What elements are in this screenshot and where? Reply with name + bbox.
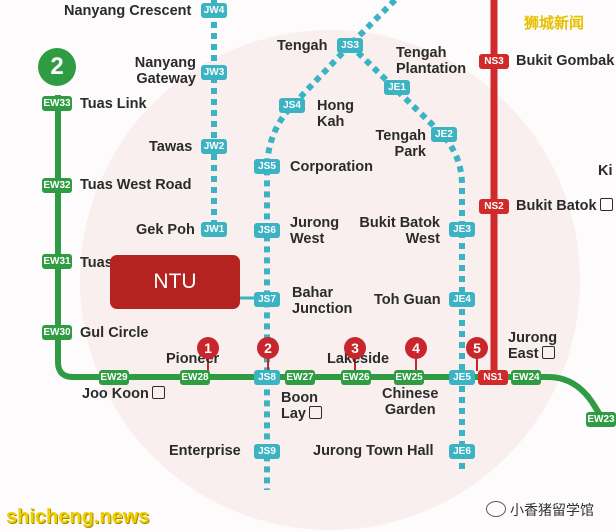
station-code: JE4: [449, 292, 475, 307]
station-code: JE1: [384, 80, 410, 95]
station-code: EW32: [42, 178, 72, 193]
station-label[interactable]: Jurong West: [290, 215, 340, 247]
station-label[interactable]: Ki: [598, 163, 613, 179]
station-label[interactable]: Bukit Batok: [516, 198, 613, 214]
bus-icon: [309, 406, 322, 419]
station-label[interactable]: Bukit Gombak: [516, 53, 615, 69]
station-code: JE6: [449, 444, 475, 459]
station-label[interactable]: Chinese Garden: [382, 386, 439, 418]
station-code: JW4: [201, 3, 227, 18]
station-code: JE2: [431, 127, 457, 142]
station-label[interactable]: Lakeside: [327, 351, 390, 367]
station-label[interactable]: Tengah Plantation: [396, 45, 467, 77]
station-code: EW26: [341, 370, 371, 385]
watermark-top: 狮城新闻: [524, 15, 585, 32]
station-code: JS9: [254, 444, 280, 459]
station-label[interactable]: Tengah: [277, 38, 328, 54]
station-code: JS3: [337, 38, 363, 53]
station-label[interactable]: Gek Poh: [136, 222, 195, 238]
station-code: EW31: [42, 254, 72, 269]
station-code: JS8: [254, 370, 280, 385]
marker-badge: 4: [405, 337, 427, 359]
marker-badge: 5: [466, 337, 488, 359]
station-code: NS3: [479, 54, 509, 69]
station-label[interactable]: Hong Kah: [317, 98, 355, 130]
station-label[interactable]: Tuas West Road: [80, 177, 192, 193]
marker-badge: 3: [344, 337, 366, 359]
station-code: EW23: [586, 412, 616, 427]
ntu-box: NTU: [110, 255, 240, 309]
line-2-badge: 2: [38, 48, 76, 86]
station-label[interactable]: Joo Koon: [82, 386, 165, 402]
bus-icon: [151, 386, 165, 399]
station-code: EW33: [42, 96, 72, 111]
wechat-icon: [486, 501, 506, 517]
station-label[interactable]: Bukit Batok West: [359, 215, 440, 247]
station-label[interactable]: Enterprise: [169, 443, 241, 459]
station-code: EW24: [511, 370, 541, 385]
station-label[interactable]: Toh Guan: [374, 292, 441, 308]
station-label[interactable]: Bahar Junction: [292, 285, 353, 317]
bus-icon: [599, 198, 613, 211]
station-code: JW1: [201, 222, 227, 237]
station-code: NS2: [479, 199, 509, 214]
station-code: JE5: [449, 370, 475, 385]
station-label[interactable]: Gul Circle: [80, 325, 149, 341]
marker-badge: 2: [257, 337, 279, 359]
station-code: EW25: [394, 370, 424, 385]
station-label[interactable]: Nanyang Crescent: [64, 3, 192, 19]
watermark-bottom-right: 小香猪留学馆: [486, 500, 594, 520]
station-code: EW29: [99, 370, 129, 385]
station-code: JS4: [279, 98, 305, 113]
station-code: EW27: [285, 370, 315, 385]
station-label[interactable]: Corporation: [290, 159, 373, 175]
station-code: JW3: [201, 65, 227, 80]
station-code: EW30: [42, 325, 72, 340]
marker-badge: 1: [197, 337, 219, 359]
station-label[interactable]: Jurong Town Hall: [313, 443, 434, 459]
station-label[interactable]: Jurong East: [508, 330, 558, 362]
station-label[interactable]: Tawas: [149, 139, 193, 155]
station-code: JE3: [449, 222, 475, 237]
station-code: NS1: [478, 370, 508, 385]
station-code: JS5: [254, 159, 280, 174]
watermark-bottom-left: shicheng.news: [6, 506, 150, 528]
station-code: JS6: [254, 223, 280, 238]
background-blob: [80, 30, 580, 530]
station-code: JW2: [201, 139, 227, 154]
station-label[interactable]: Boon Lay: [281, 390, 322, 422]
station-label[interactable]: Tuas Link: [80, 96, 147, 112]
station-label[interactable]: Tengah Park: [375, 128, 426, 160]
station-label[interactable]: Tuas: [80, 255, 113, 271]
station-code: EW28: [180, 370, 210, 385]
bus-icon: [541, 346, 555, 359]
station-code: JS7: [254, 292, 280, 307]
station-label[interactable]: Nanyang Gateway: [134, 55, 196, 87]
